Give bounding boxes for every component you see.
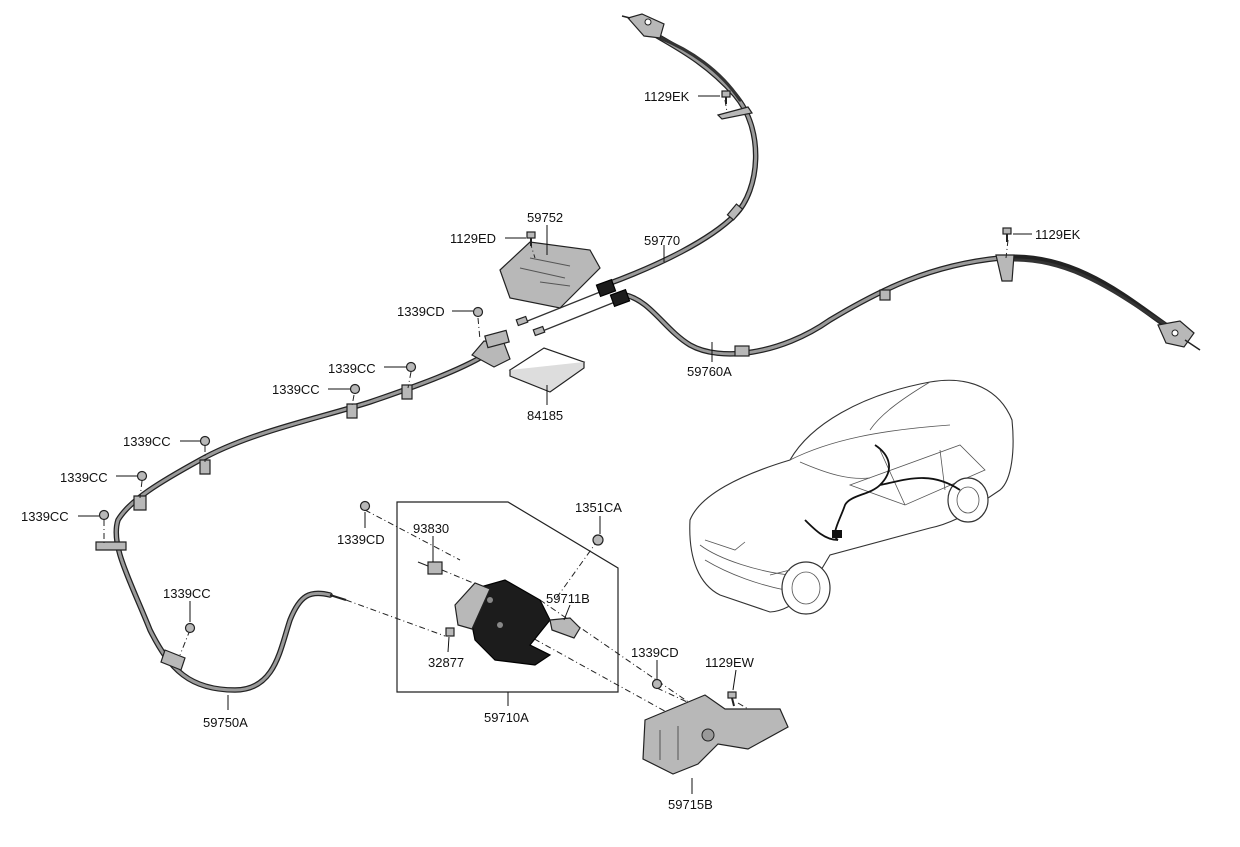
label-1129ek-top: 1129EK bbox=[644, 89, 690, 104]
label-1339cc-d: 1339CC bbox=[60, 470, 108, 485]
pad-84185[interactable] bbox=[508, 347, 586, 393]
label-1339cc-c: 1339CC bbox=[123, 434, 171, 449]
label-1129ew: 1129EW bbox=[705, 655, 755, 670]
cable-clip-icon bbox=[716, 106, 753, 120]
bolt-icon bbox=[1002, 227, 1012, 242]
actuator-59710a[interactable] bbox=[454, 579, 552, 666]
cable-end-bracket-icon bbox=[626, 13, 665, 39]
label-59770: 59770 bbox=[644, 233, 680, 248]
nut-icon bbox=[184, 622, 196, 634]
label-93830: 93830 bbox=[413, 521, 449, 536]
cable-end-bracket-icon bbox=[471, 340, 511, 368]
label-1339cd-top: 1339CD bbox=[397, 304, 445, 319]
label-1339cc-a: 1339CC bbox=[328, 361, 376, 376]
bolt-icon bbox=[721, 90, 731, 104]
label-1339cc-f: 1339CC bbox=[163, 586, 211, 601]
nut-icon bbox=[136, 470, 148, 482]
sensor-93830[interactable] bbox=[417, 561, 443, 575]
fasteners bbox=[98, 90, 1012, 707]
bolt-icon bbox=[526, 231, 536, 246]
label-1339cc-e: 1339CC bbox=[21, 509, 69, 524]
label-1339cc-b: 1339CC bbox=[272, 382, 320, 397]
label-59715b: 59715B bbox=[668, 797, 713, 812]
nut-icon bbox=[651, 678, 663, 690]
bolt-32877[interactable] bbox=[445, 627, 455, 637]
label-84185: 84185 bbox=[527, 408, 563, 423]
label-59760a: 59760A bbox=[687, 364, 732, 379]
bolt-icon bbox=[727, 691, 737, 707]
nut-icon bbox=[98, 509, 110, 521]
nut-icon bbox=[405, 361, 417, 373]
label-1339cd-low: 1339CD bbox=[631, 645, 679, 660]
nut-icon bbox=[199, 435, 211, 447]
front-cable-59750a[interactable] bbox=[95, 329, 511, 693]
actuator-assembly-box bbox=[396, 501, 619, 693]
nut-icon bbox=[472, 306, 484, 318]
rear-cable-59770[interactable] bbox=[602, 13, 759, 288]
label-59750a: 59750A bbox=[203, 715, 248, 730]
inner-wires bbox=[515, 278, 631, 337]
rear-cable-59760a[interactable] bbox=[622, 254, 1201, 357]
label-59710a: 59710A bbox=[484, 710, 529, 725]
label-1339cd-mid: 1339CD bbox=[337, 532, 385, 547]
label-59752: 59752 bbox=[527, 210, 563, 225]
label-1351ca: 1351CA bbox=[575, 500, 622, 515]
nut-icon bbox=[349, 383, 361, 395]
leader-lines bbox=[78, 95, 1032, 794]
label-32877: 32877 bbox=[428, 655, 464, 670]
vehicle-icon bbox=[689, 379, 1014, 615]
label-59711b: 59711B bbox=[546, 591, 590, 606]
nut-icon bbox=[359, 500, 371, 512]
bracket-59715b[interactable] bbox=[642, 694, 789, 775]
grommet-1351ca[interactable] bbox=[592, 534, 604, 546]
bracket-59711b[interactable] bbox=[549, 617, 581, 639]
label-1129ek-right: 1129EK bbox=[1035, 227, 1081, 242]
label-1129ed: 1129ED bbox=[450, 231, 496, 246]
part-labels: 1129EK 1129EK 59752 1129ED 59770 1339CD … bbox=[21, 89, 1081, 812]
